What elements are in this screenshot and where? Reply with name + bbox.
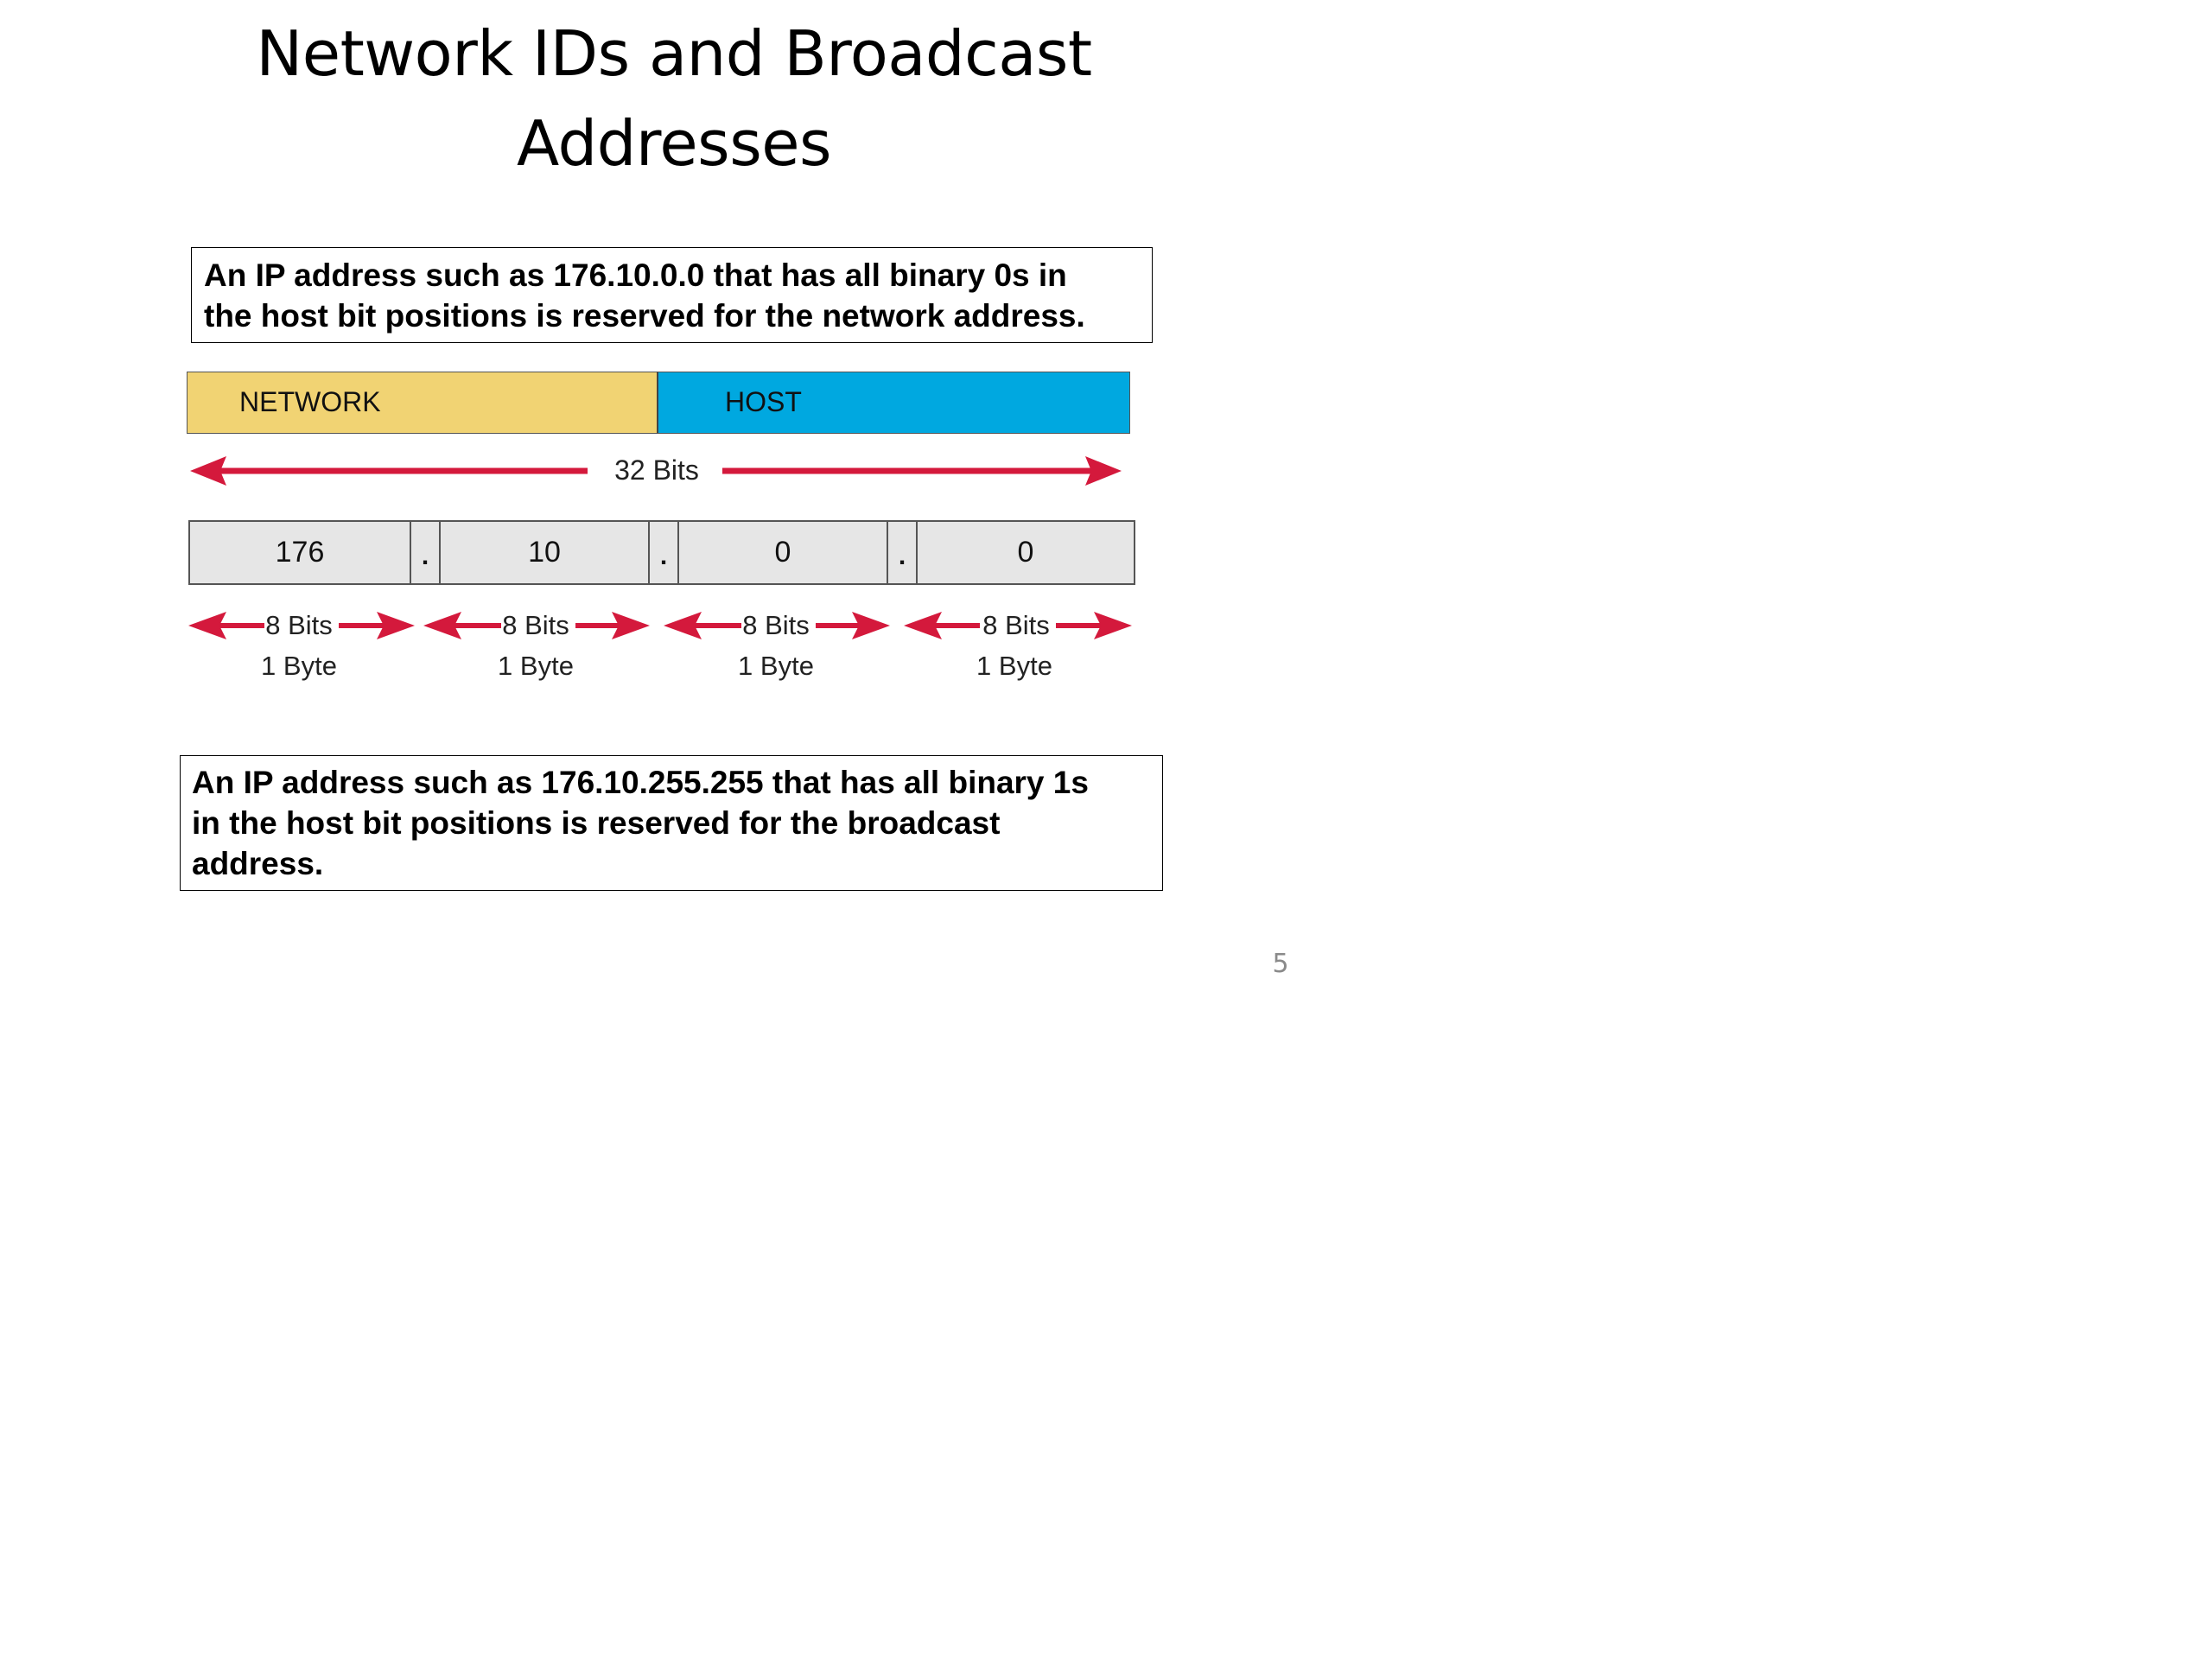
- network-portion-bar: NETWORK: [187, 372, 658, 434]
- byte-label-2: 1 Byte: [498, 651, 574, 681]
- network-address-note: An IP address such as 176.10.0.0 that ha…: [191, 247, 1153, 343]
- arrows-layer: [188, 456, 1132, 639]
- octet-row: 176 . 10 . 0 . 0: [188, 520, 1135, 585]
- page-number: 5: [1272, 949, 1289, 979]
- arrow-head-right-icon: [1094, 612, 1132, 639]
- title-line-1: Network IDs and Broadcast: [256, 17, 1092, 90]
- octet-separator: .: [648, 522, 679, 583]
- arrow-head-right-icon: [612, 612, 650, 639]
- octet-2: 10: [528, 536, 561, 569]
- arrow-head-right-icon: [852, 612, 890, 639]
- slide: Network IDs and Broadcast Addresses An I…: [0, 0, 1348, 1011]
- note-line: the host bit positions is reserved for t…: [204, 298, 1085, 334]
- byte-label-3: 1 Byte: [738, 651, 814, 681]
- arrow-head-left-icon: [423, 612, 461, 639]
- octet-3: 0: [774, 536, 791, 569]
- note-line: address.: [192, 846, 324, 881]
- bits-label-1: 8 Bits: [265, 610, 333, 640]
- note-line: An IP address such as 176.10.0.0 that ha…: [204, 257, 1067, 293]
- bits-label-2: 8 Bits: [502, 610, 569, 640]
- note-line: in the host bit positions is reserved fo…: [192, 805, 1001, 841]
- octet-separator: .: [887, 522, 918, 583]
- host-label: HOST: [725, 386, 802, 417]
- octet-separator: .: [410, 522, 441, 583]
- arrow-head-right-icon: [1085, 456, 1122, 486]
- arrow-head-left-icon: [190, 456, 226, 486]
- network-label: NETWORK: [239, 386, 381, 417]
- title-line-2: Addresses: [516, 107, 832, 180]
- arrow-head-left-icon: [904, 612, 942, 639]
- note-line: An IP address such as 176.10.255.255 tha…: [192, 765, 1089, 800]
- broadcast-address-note: An IP address such as 176.10.255.255 tha…: [180, 755, 1163, 891]
- arrow-head-left-icon: [188, 612, 226, 639]
- total-bits-label: 32 Bits: [614, 454, 699, 486]
- arrow-head-right-icon: [377, 612, 415, 639]
- bits-label-4: 8 Bits: [982, 610, 1050, 640]
- arrow-head-left-icon: [664, 612, 702, 639]
- byte-label-1: 1 Byte: [261, 651, 337, 681]
- bits-label-3: 8 Bits: [742, 610, 810, 640]
- octet-1: 176: [275, 536, 325, 569]
- slide-title: Network IDs and Broadcast Addresses: [156, 9, 1192, 188]
- host-portion-bar: HOST: [657, 372, 1130, 434]
- byte-label-4: 1 Byte: [976, 651, 1052, 681]
- octet-4: 0: [1017, 536, 1034, 569]
